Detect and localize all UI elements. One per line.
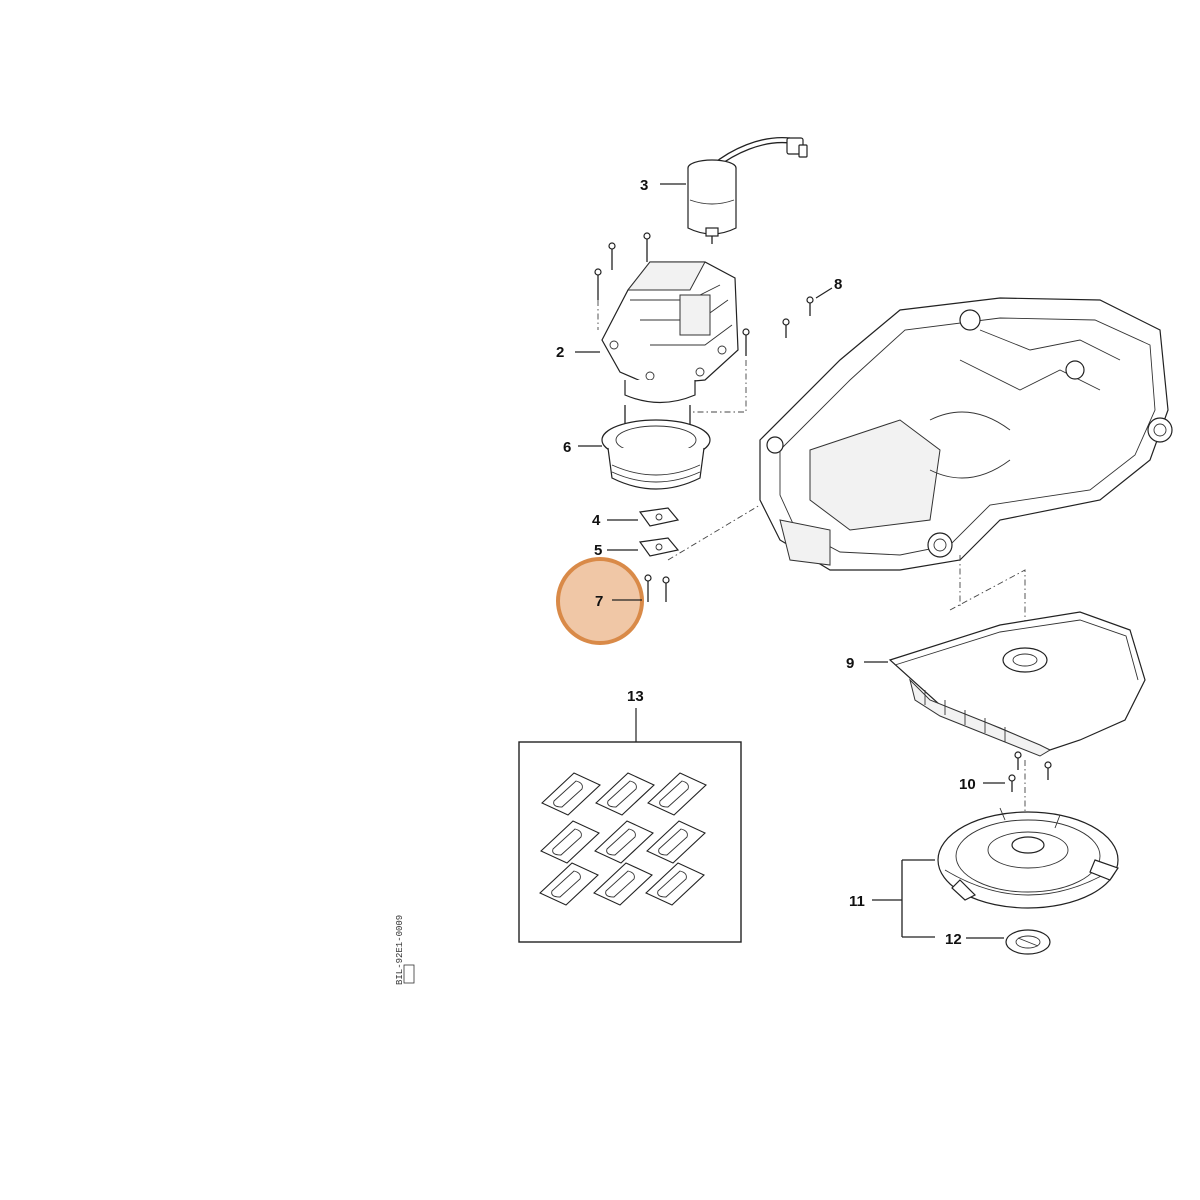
plate-part-4[interactable] xyxy=(638,507,680,527)
callout-13[interactable]: 13 xyxy=(627,688,644,705)
callout-8[interactable]: 8 xyxy=(834,276,842,293)
blade-card xyxy=(595,772,655,816)
blade-card xyxy=(594,820,654,864)
blade-cards xyxy=(539,772,707,906)
screws-part-10[interactable] xyxy=(1008,751,1052,792)
blade-card xyxy=(647,772,707,816)
plate-part-5[interactable] xyxy=(638,537,680,557)
callout-5[interactable]: 5 xyxy=(594,542,602,559)
callout-7[interactable]: 7 xyxy=(595,593,603,610)
screws-part-8[interactable] xyxy=(782,296,814,338)
document-code: BIL-92E1-0009 xyxy=(395,915,405,985)
housing-part-2[interactable] xyxy=(601,261,739,404)
callout-12[interactable]: 12 xyxy=(945,931,962,948)
blade-card xyxy=(539,862,599,906)
callout-6[interactable]: 6 xyxy=(563,439,571,456)
callout-11[interactable]: 11 xyxy=(849,893,865,910)
blade-disc-part-11[interactable] xyxy=(937,807,1119,909)
hub-part-12[interactable] xyxy=(1005,929,1051,955)
blade-card xyxy=(646,820,706,864)
deck-cover-part-9[interactable] xyxy=(888,611,1146,757)
blade-card xyxy=(593,862,653,906)
seal-ring-part-6[interactable] xyxy=(601,405,711,490)
screws-part-7[interactable] xyxy=(644,574,670,602)
blade-card xyxy=(541,772,601,816)
callout-9[interactable]: 9 xyxy=(846,655,854,672)
document-code-frame xyxy=(403,964,415,984)
callout-4[interactable]: 4 xyxy=(592,512,601,529)
chassis-frame[interactable] xyxy=(759,297,1173,571)
blade-card xyxy=(645,862,705,906)
callout-10[interactable]: 10 xyxy=(959,776,976,793)
callout-3[interactable]: 3 xyxy=(640,177,648,194)
motor-part-3[interactable] xyxy=(687,136,808,244)
housing-screws xyxy=(594,232,750,356)
highlight-circle xyxy=(556,557,644,645)
blade-card xyxy=(540,820,600,864)
callout-2[interactable]: 2 xyxy=(556,344,564,361)
